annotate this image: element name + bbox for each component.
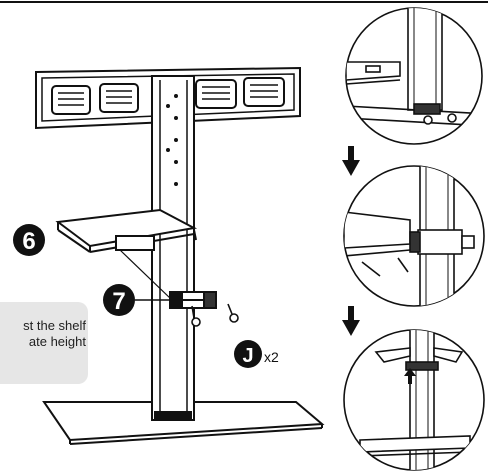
- glass-shelf: [55, 208, 198, 301]
- step-7-number: 7: [112, 288, 125, 315]
- step-6-callout: 6: [13, 224, 45, 256]
- clamp-bracket: [169, 291, 217, 309]
- arrow-down-icon: [342, 146, 360, 176]
- support-column: [151, 75, 195, 421]
- detail-view-1: [345, 7, 483, 145]
- detail-view-3: [343, 329, 485, 471]
- up-arrow-icon: [404, 368, 416, 376]
- part-j-callout: J x2: [234, 340, 279, 368]
- arrow-down-icon: [342, 306, 360, 336]
- instruction-note-line-2: ate height: [28, 334, 86, 349]
- step-6-number: 6: [22, 228, 35, 255]
- instruction-note-box: [0, 302, 88, 384]
- part-j-quantity: x2: [264, 349, 279, 365]
- part-j-letter: J: [242, 345, 253, 367]
- step-7-callout: 7: [103, 284, 170, 316]
- instruction-note-line-1: st the shelf: [23, 318, 86, 333]
- detail-view-2: [343, 165, 485, 307]
- screw-j-parts: [191, 303, 239, 327]
